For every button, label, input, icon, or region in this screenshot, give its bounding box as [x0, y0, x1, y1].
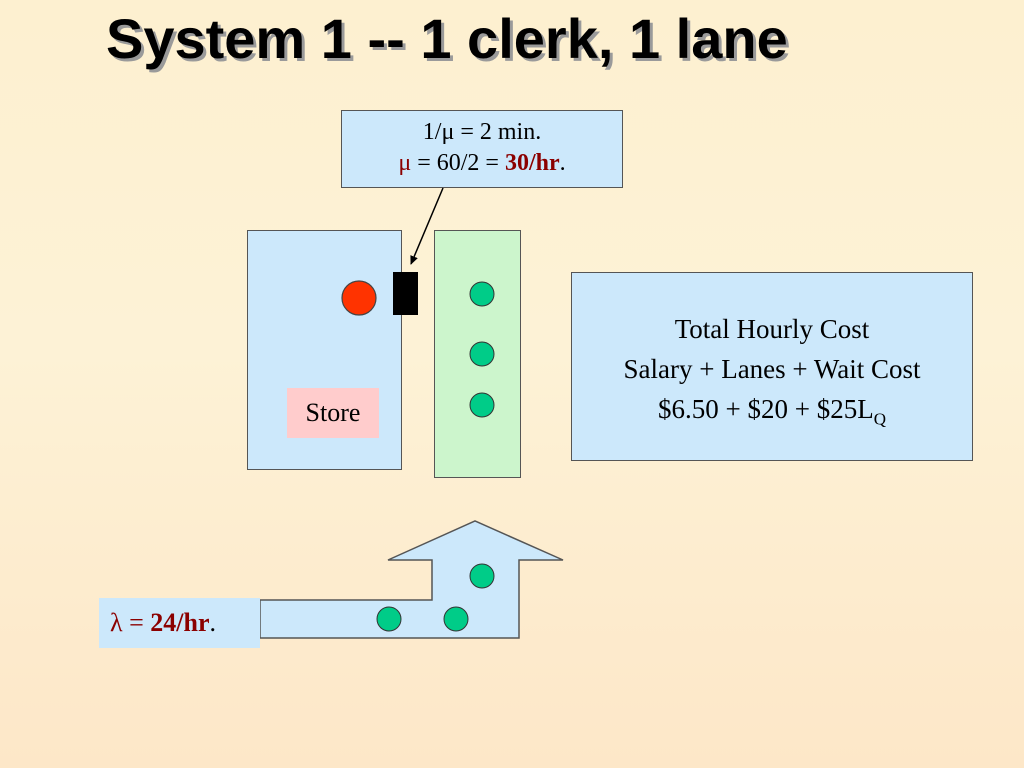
customer-in-lane: [469, 392, 495, 418]
cost-components: Salary + Lanes + Wait Cost: [623, 354, 921, 384]
mu-symbol: μ: [398, 150, 412, 176]
arrival-rate-label: λ = 24/hr.: [99, 598, 260, 648]
slide-title: System 1 -- 1 clerk, 1 lane: [106, 7, 788, 70]
arrival-arrow: [259, 520, 564, 639]
callout-arrow: [410, 187, 444, 265]
cost-formula: $6.50 + $20 + $25LQ: [572, 389, 972, 439]
store-label: Store: [287, 388, 379, 438]
service-rate-period: .: [559, 150, 566, 176]
service-rate-value: 30/hr: [504, 150, 560, 176]
lambda-symbol: λ: [110, 608, 123, 637]
service-rate-line: μ = 60/2 = 30/hr.: [342, 148, 622, 179]
arriving-customer: [376, 606, 402, 632]
service-counter: [393, 272, 418, 315]
service-time-text: 1/μ = 2 min.: [422, 119, 542, 145]
cost-formula-text: $6.50 + $20 + $25L: [658, 394, 874, 424]
arriving-customer: [469, 563, 495, 589]
arrival-rate-equals: =: [122, 608, 151, 637]
service-rate-formula: = 60/2 =: [411, 150, 505, 176]
arrival-rate-period: .: [209, 608, 217, 637]
clerk-circle: [341, 280, 377, 316]
arriving-customer: [443, 606, 469, 632]
service-rate-box: 1/μ = 2 min. μ = 60/2 = 30/hr.: [341, 110, 623, 188]
customer-in-lane: [469, 341, 495, 367]
hourly-cost-box: Total Hourly Cost Salary + Lanes + Wait …: [571, 272, 973, 461]
cost-formula-subscript: Q: [873, 409, 886, 429]
arrival-rate-value: 24/hr: [150, 608, 210, 637]
cost-heading: Total Hourly Cost: [674, 314, 870, 344]
customer-in-lane: [469, 281, 495, 307]
